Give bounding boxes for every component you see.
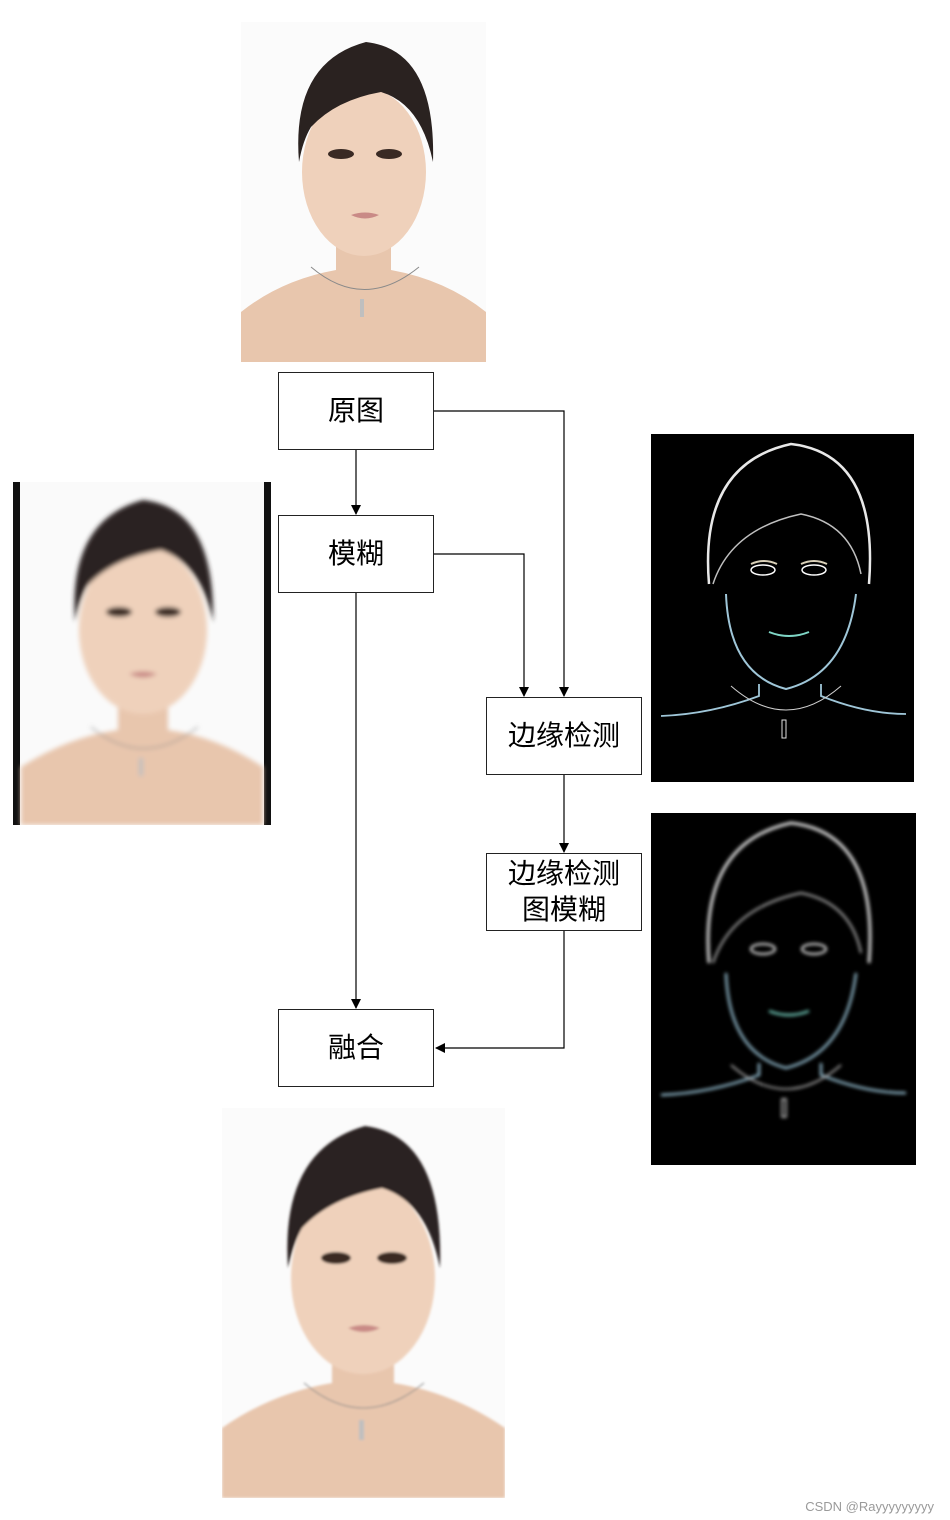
arrow-original-to-edge-detect xyxy=(434,410,569,697)
node-blur-label: 模糊 xyxy=(327,537,384,570)
arrow-blur-to-edge-detect xyxy=(434,553,529,697)
node-fusion: 融合 xyxy=(278,1009,434,1087)
node-original-label: 原图 xyxy=(327,394,384,427)
edge-map-photo xyxy=(651,434,914,782)
node-blur: 模糊 xyxy=(278,515,434,593)
node-fusion-label: 融合 xyxy=(327,1031,384,1064)
node-edge-blur-label-line1: 边缘检测 xyxy=(507,857,620,890)
node-edge-blur-label-line2: 图模糊 xyxy=(521,893,606,926)
blurred-photo xyxy=(13,482,271,825)
node-edge-blur: 边缘检测 图模糊 xyxy=(486,853,642,931)
node-edge-detect-label: 边缘检测 xyxy=(507,719,620,752)
watermark: CSDN @Rayyyyyyyyy xyxy=(805,1499,934,1514)
node-edge-detect: 边缘检测 xyxy=(486,697,642,775)
node-original: 原图 xyxy=(278,372,434,450)
result-photo xyxy=(222,1108,505,1498)
edge-map-blurred-photo xyxy=(651,813,916,1165)
arrow-edge-blur-to-fusion xyxy=(435,931,565,1053)
original-photo xyxy=(241,22,486,362)
